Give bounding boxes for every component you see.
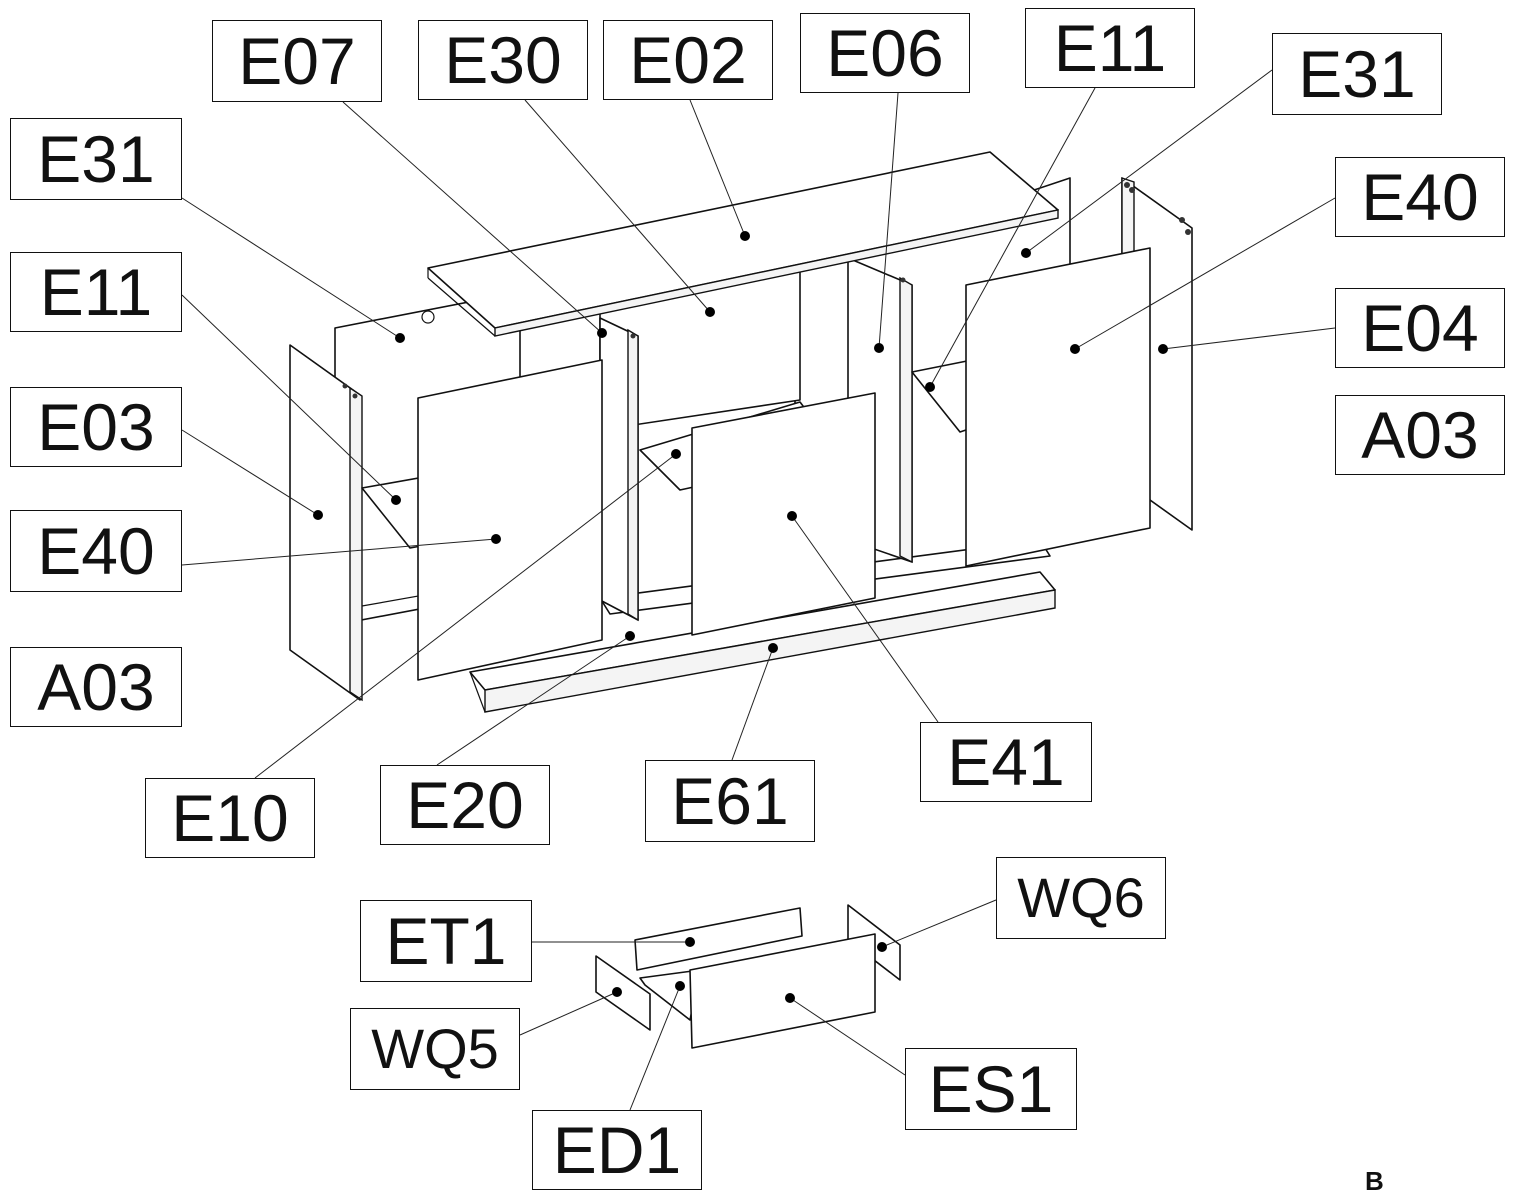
label-a03-right: A03 [1335, 395, 1505, 475]
leader-lines [181, 69, 1336, 1111]
drawer-bottom [639, 969, 701, 1021]
label-e04: E04 [1335, 288, 1505, 368]
door-middle [691, 392, 876, 636]
label-e06: E06 [800, 13, 970, 93]
left-side-panel [289, 344, 361, 701]
pointer-dots [313, 231, 1168, 1003]
label-e31-left: E31 [10, 118, 182, 200]
label-wq5: WQ5 [350, 1008, 520, 1090]
label-wq6: WQ6 [996, 857, 1166, 939]
door-right [965, 247, 1151, 567]
top-board-edge [494, 209, 1059, 337]
label-e11-left: E11 [10, 252, 182, 332]
label-a03-left: A03 [10, 647, 182, 727]
divider-left-edge [627, 328, 639, 622]
label-e07: E07 [212, 20, 382, 102]
label-ed1: ED1 [532, 1110, 702, 1190]
door-left [417, 359, 603, 681]
label-e40-left: E40 [10, 510, 182, 592]
drawer-side-left [595, 955, 651, 1031]
label-e11-top: E11 [1025, 8, 1195, 88]
left-side-edge [349, 386, 363, 702]
label-e61: E61 [645, 760, 815, 842]
divider-right-edge [899, 276, 913, 564]
label-e02: E02 [603, 20, 773, 100]
label-e03: E03 [10, 387, 182, 467]
label-e20: E20 [380, 765, 550, 845]
label-e10: E10 [145, 778, 315, 858]
label-et1: ET1 [360, 900, 532, 982]
drawer-front [689, 933, 876, 1049]
label-e30: E30 [418, 20, 588, 100]
label-e41: E41 [920, 722, 1092, 802]
corner-mark: B [1365, 1166, 1384, 1196]
drawer-back [634, 907, 803, 971]
label-e40-right: E40 [1335, 157, 1505, 237]
label-e31-right: E31 [1272, 33, 1442, 115]
label-es1: ES1 [905, 1048, 1077, 1130]
